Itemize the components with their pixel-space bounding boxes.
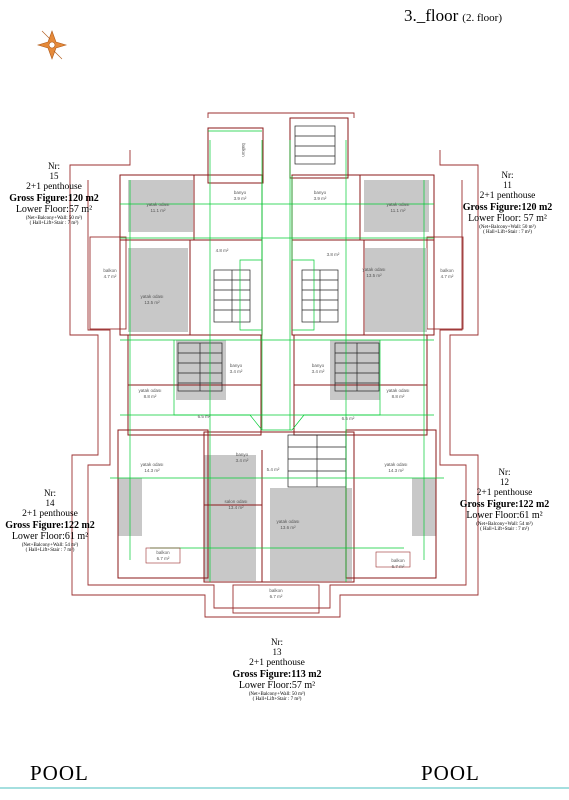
svg-text:13.6 m²: 13.6 m² [280,525,296,530]
unit-gross: Gross Figure:122 m2 [459,498,550,510]
floor-title: 3._floor [404,6,459,25]
unit-note-net: (Net+Balcony+Wall: 50 m²) [479,224,536,230]
unit-lower: Lower Floor:61 m² [466,510,543,522]
room-fills [118,180,436,581]
svg-text:6.7 m²: 6.7 m² [392,564,405,569]
unit-note-hall: ( Hall+Lift+Stair : 7 m²) [483,230,532,236]
unit-12-info: Nr: 12 2+1 penthouse Gross Figure:122 m2… [452,467,557,533]
svg-text:3.9 m²: 3.9 m² [234,196,247,201]
room-hall-12: 6.5 m² [342,416,355,421]
room-balcony-12: balkon [391,558,405,563]
unit-number: 15 [49,171,59,182]
unit-type: 2+1 penthouse [476,487,533,498]
svg-text:13.5 m²: 13.5 m² [366,273,382,278]
svg-text:3.4 m²: 3.4 m² [230,369,243,374]
unit-number: 13 [272,647,282,658]
room-bath-11: banyo [314,190,327,195]
svg-text:14.3 m²: 14.3 m² [388,468,404,473]
svg-text:4.7 m²: 4.7 m² [104,274,117,279]
unit-note-net: (Net+Balcony+Wall: 54 m²) [476,521,533,527]
svg-text:14.3 m²: 14.3 m² [144,468,160,473]
balcony-rails [145,547,411,568]
unit-number: 14 [45,498,55,509]
unit-gross: Gross Figure:120 m2 [462,201,553,213]
svg-text:11.1 m²: 11.1 m² [151,208,166,213]
pool-label-left: POOL [30,761,89,785]
svg-text:3.9 m²: 3.9 m² [314,196,327,201]
unit-number: 12 [500,477,509,488]
floor-subtitle: (2. floor) [462,12,503,24]
svg-text:13.5 m²: 13.5 m² [144,300,160,305]
unit-type: 2+1 penthouse [479,190,536,201]
unit-nr-label: Nr: [498,467,511,477]
room-hall-15: 4.8 m² [216,248,229,253]
svg-text:balkon: balkon [241,143,246,157]
room-bath-15: banyo [234,190,247,195]
unit-gross: Gross Figure:113 m2 [232,668,322,680]
room-balcony-14: balkon [156,550,170,555]
room-bed2-15: yatak odası [140,294,163,299]
unit-13-info: Nr: 13 2+1 penthouse Gross Figure:113 m2… [222,637,332,703]
unit-lower: Lower Floor:57 m² [238,680,316,692]
svg-text:3.4 m²: 3.4 m² [312,369,325,374]
unit-type: 2+1 penthouse [26,181,82,192]
page-title: 3._floor (2. floor) [404,6,502,26]
unit-gross: Gross Figure:120 m2 [9,192,99,204]
unit-note-net: (Net+Balcony+Wall: 50 m²) [248,691,306,697]
unit-note-hall: ( Hall+Lift+Stair : 7 m²) [25,548,75,554]
unit-lower: Lower Floor:61 m² [11,531,89,543]
room-bed3-12: yatak odası [386,388,409,393]
unit-note-net: (Net+Balcony+Wall: 50 m²) [25,215,83,221]
svg-text:8.8 m²: 8.8 m² [144,394,157,399]
room-hall-13: 5.4 m² [267,467,280,472]
room-bath-14: banyo [230,363,243,368]
svg-text:3.4 m²: 3.4 m² [236,458,249,463]
unit-note-net: (Net+Balcony+Wall: 54 m²) [21,542,79,548]
unit-number: 11 [503,180,512,191]
svg-text:6.7 m²: 6.7 m² [270,594,283,599]
svg-text:11.1 m²: 11.1 m² [391,208,406,213]
room-hall-14: 6.5 m² [198,414,211,419]
unit-15-info: Nr: 15 2+1 penthouse Gross Figure:120 m2… [4,161,104,227]
room-bed-11: yatak odası [386,202,409,207]
room-labels: banyo 3.9 m² banyo 3.9 m² yatak odası 11… [103,190,454,599]
pool-label-right: POOL [421,761,480,785]
unit-note-hall: ( Hall+Lift+Stair : 7 m²) [252,697,302,703]
site-outline [69,112,479,618]
room-bed2-11: yatak odası [362,267,385,272]
unit-14-info: Nr: 14 2+1 penthouse Gross Figure:122 m2… [0,488,100,554]
svg-text:13.4 m²: 13.4 m² [228,505,244,510]
unit-type: 2+1 penthouse [22,508,78,519]
unit-note-hall: ( Hall+Lift+Stair : 7 m²) [29,221,79,227]
room-balcony-11: balkon [440,268,454,273]
room-bed3-14: yatak odası [138,388,161,393]
unit-nr-label: Nr: [501,170,514,180]
room-hall-11: 3.8 m² [327,252,340,257]
small-labels: balkon [241,143,246,157]
room-salon-13: salon odası [224,499,247,504]
room-balcony-15: balkon [103,268,117,273]
north-arrow-icon [36,30,68,60]
unit-lower: Lower Floor: 57 m² [468,213,547,225]
room-bed-14: yatak odası [140,462,163,467]
room-balcony-13: balkon [269,588,283,593]
unit-note-hall: ( Hall+Lift+Stair : 7 m²) [480,527,529,533]
unit-11-info: Nr: 11 2+1 penthouse Gross Figure:120 m2… [455,170,560,236]
structural-grid [110,130,444,582]
unit-nr-label: Nr: [44,488,56,498]
unit-nr-label: Nr: [48,161,60,171]
unit-lower: Lower Floor:57 m² [15,204,93,216]
unit-nr-label: Nr: [271,637,283,647]
unit-gross: Gross Figure:122 m2 [5,519,95,531]
room-bath-13: banyo [236,452,249,457]
room-bed-15: yatak odası [146,202,169,207]
room-bed-12: yatak odası [384,462,407,467]
svg-text:8.8 m²: 8.8 m² [392,394,405,399]
room-bed-13: yatak odası [276,519,299,524]
room-bath-12: banyo [312,363,325,368]
svg-text:6.7 m²: 6.7 m² [157,556,170,561]
svg-text:4.7 m²: 4.7 m² [441,274,454,279]
unit-type: 2+1 penthouse [249,657,305,668]
